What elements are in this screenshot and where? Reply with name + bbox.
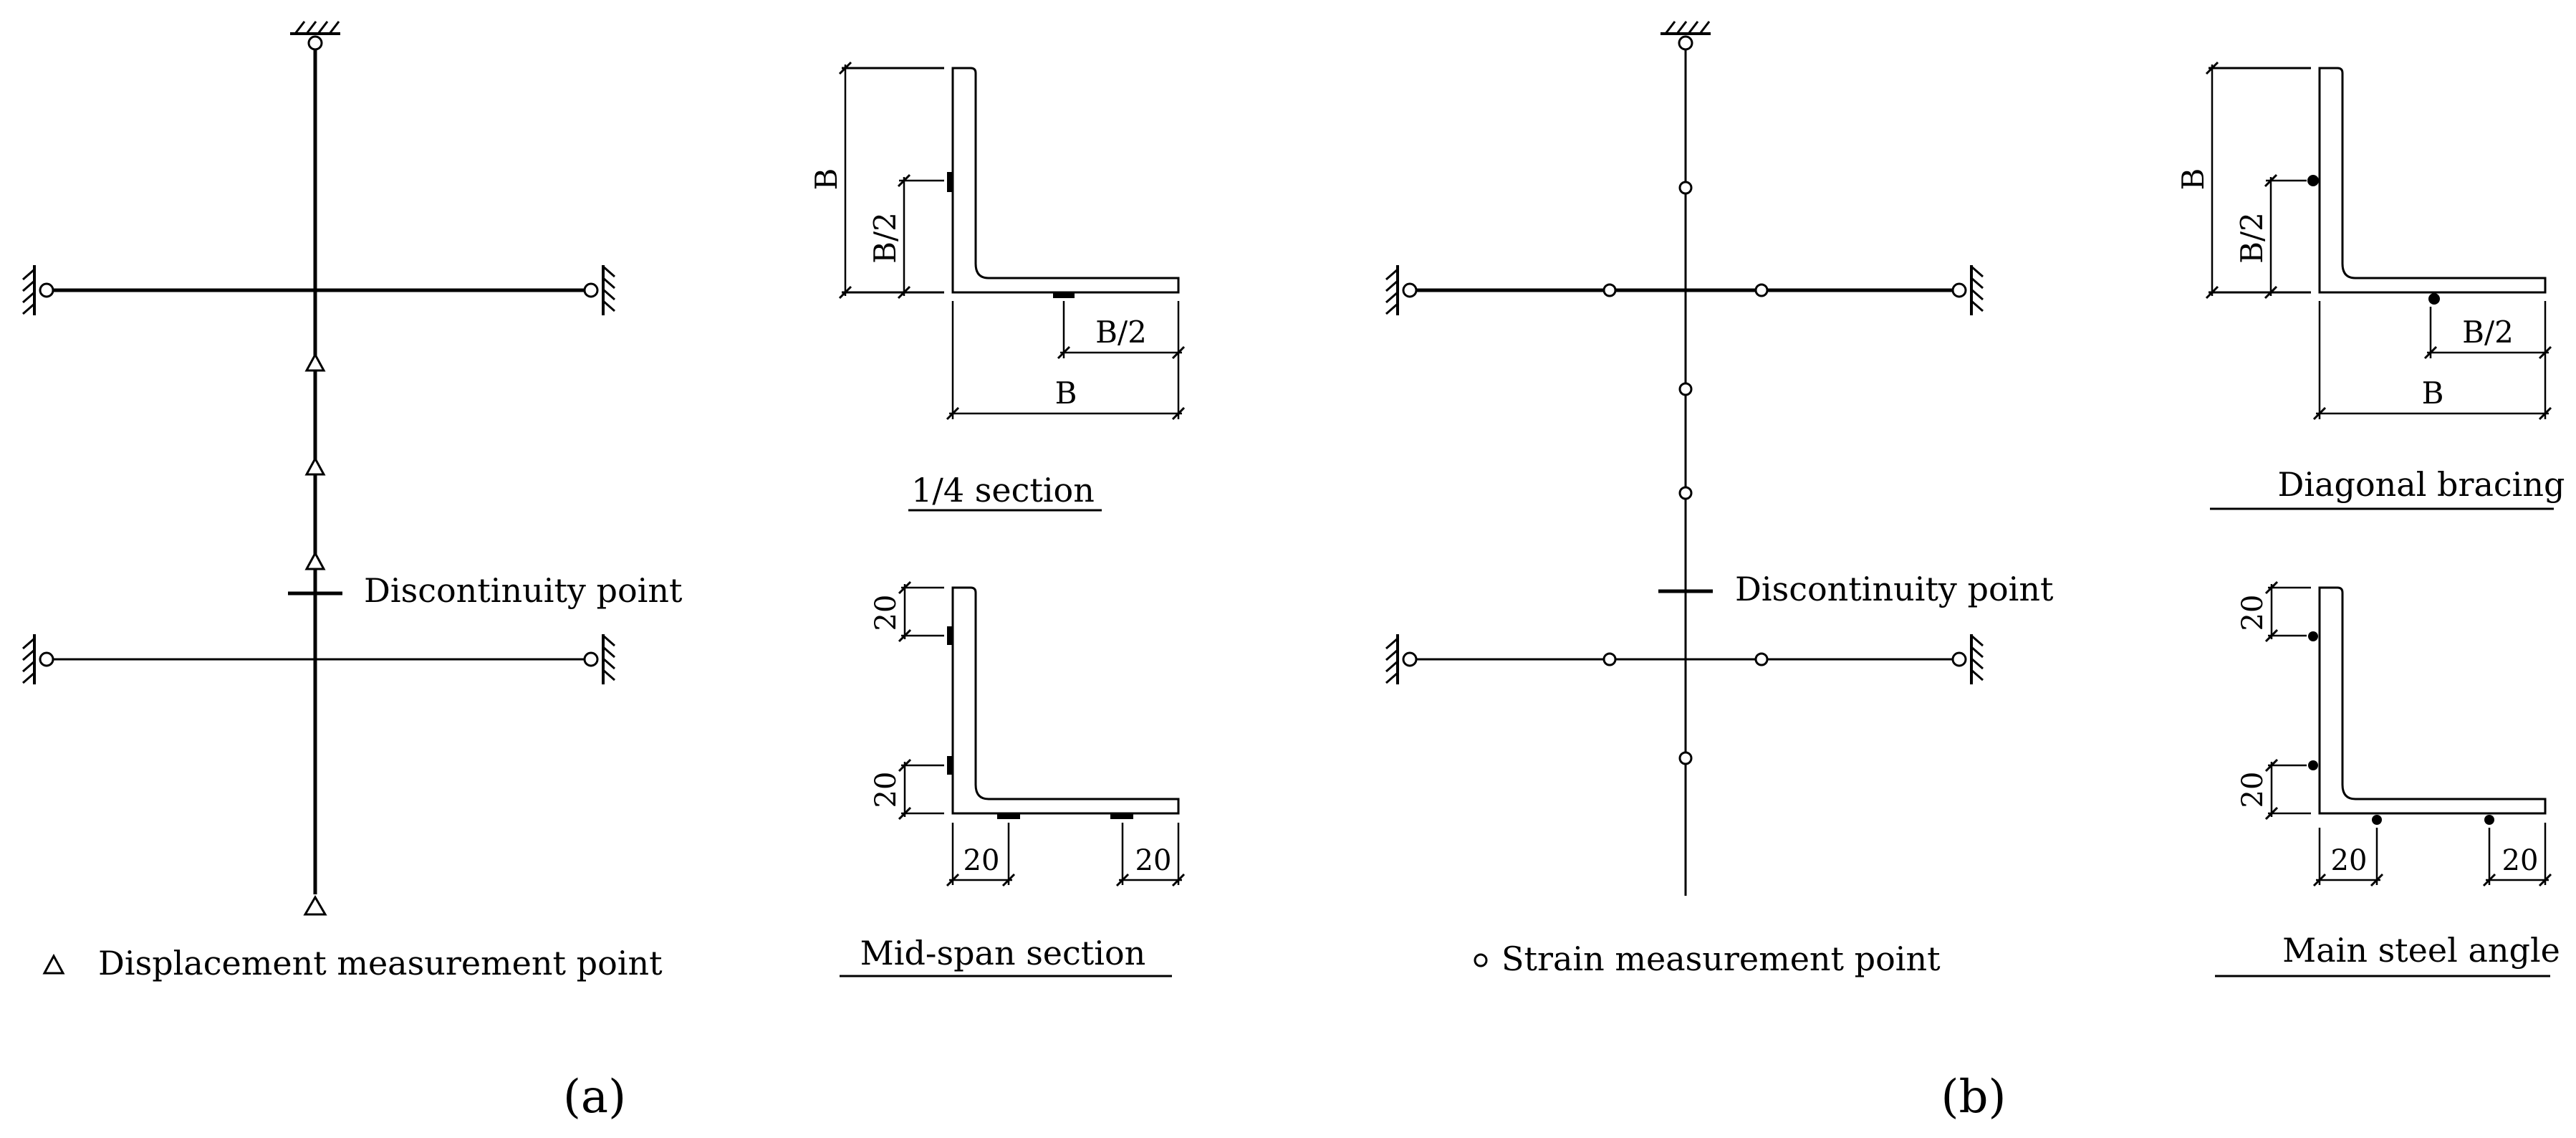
dim-B-horizontal-b: B (2422, 376, 2444, 411)
gauge-dot (2484, 815, 2494, 825)
discontinuity-label-b: Discontinuity point (1735, 570, 2054, 608)
displacement-point (303, 895, 327, 916)
frame-a: Discontinuity point Displacement measure… (22, 21, 683, 982)
gauge-mark (1110, 814, 1133, 819)
dim-bottom-left-a: 20 (870, 772, 903, 808)
gauge-dot (2307, 175, 2319, 186)
gauge-dot (2428, 293, 2440, 305)
strain-point (1602, 652, 1617, 666)
strain-point (1602, 283, 1617, 297)
dim-B-horizontal-a: B (1055, 376, 1077, 411)
gauge-mark (1053, 293, 1075, 298)
right-support-upper-a (583, 265, 615, 315)
right-support-upper-b (1951, 265, 1984, 315)
legend-label-a: Displacement measurement point (98, 944, 663, 982)
right-support-lower-a (583, 634, 615, 684)
legend-triangle-icon (42, 953, 65, 975)
displacement-point (304, 456, 326, 476)
dim-right-bottom-a: 20 (1135, 844, 1172, 877)
bracing-section: B B/2 B/2 B Diagonal bracing (2176, 61, 2565, 510)
gauge-dot (2308, 760, 2318, 770)
left-support-lower-b (1385, 634, 1418, 684)
dim-left-bottom-a: 20 (963, 844, 1000, 877)
strain-point (1754, 652, 1769, 666)
strain-point (1678, 382, 1693, 396)
dim-top-left-a: 20 (870, 595, 903, 631)
dim-half-horizontal-a: B/2 (1095, 315, 1147, 350)
top-support-b (1661, 21, 1711, 51)
gauge-dot (2308, 631, 2318, 641)
left-support-upper-b (1385, 265, 1418, 315)
figure-label-a: (a) (563, 1071, 626, 1124)
caption-main-angle: Main steel angle (2282, 931, 2560, 970)
gauge-mark (947, 172, 952, 192)
quarter-section: B B/2 B/2 B 1/4 section (809, 61, 1186, 512)
caption-bracing-section: Diagonal bracing (2278, 465, 2565, 504)
dim-right-bottom-b: 20 (2502, 844, 2539, 877)
left-support-lower-a (22, 634, 54, 684)
strain-point (1678, 751, 1693, 765)
caption-midspan-section: Mid-span section (860, 934, 1146, 972)
gauge-dot (2372, 815, 2382, 825)
legend-label-b: Strain measurement point (1501, 939, 1941, 978)
displacement-point (304, 352, 326, 372)
displacement-point (304, 550, 326, 570)
caption-quarter-section: 1/4 section (911, 471, 1095, 510)
strain-point (1678, 181, 1693, 195)
main-angle-section: 20 20 20 20 Main steel angle (2215, 580, 2560, 977)
gauge-mark (947, 756, 952, 775)
gauge-mark (947, 626, 952, 645)
strain-point (1754, 283, 1769, 297)
midspan-section: 20 20 20 20 Mid-span section (840, 580, 1186, 977)
dim-B-vertical-a: B (809, 168, 844, 191)
dim-half-horizontal-b: B/2 (2462, 315, 2514, 350)
dim-left-bottom-b: 20 (2331, 844, 2368, 877)
dim-top-left-b: 20 (2236, 595, 2269, 631)
top-support-a (290, 21, 340, 51)
frame-b: Discontinuity point Strain measurement p… (1385, 21, 2054, 978)
dim-half-vertical-b: B/2 (2234, 212, 2269, 264)
gauge-mark (997, 814, 1020, 819)
right-support-lower-b (1951, 634, 1984, 684)
dim-B-vertical-b: B (2176, 168, 2211, 191)
legend-circle-icon (1474, 953, 1488, 967)
strain-point (1678, 486, 1693, 500)
dim-bottom-left-b: 20 (2236, 772, 2269, 808)
figure-label-b: (b) (1941, 1071, 2007, 1124)
left-support-upper-a (22, 265, 54, 315)
dim-half-vertical-a: B/2 (868, 212, 903, 264)
discontinuity-label-a: Discontinuity point (364, 571, 683, 610)
